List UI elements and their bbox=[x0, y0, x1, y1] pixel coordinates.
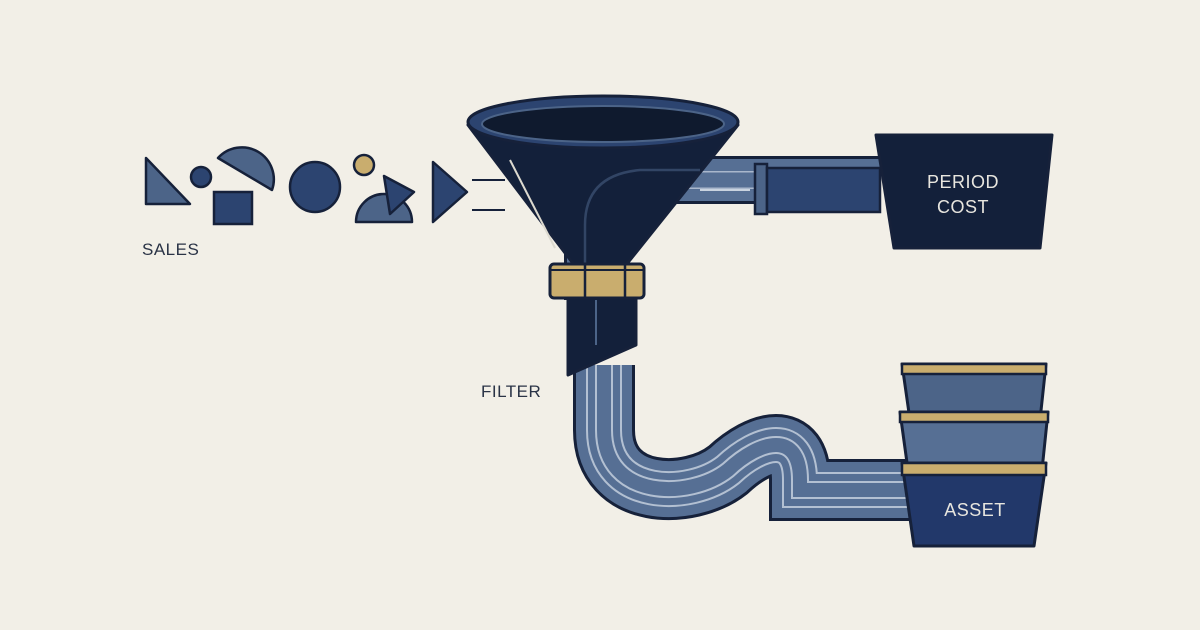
asset-label: ASSET bbox=[944, 500, 1006, 520]
period-cost-label-line2: COST bbox=[936, 197, 989, 217]
asset-stack bbox=[898, 362, 1050, 548]
sales-shapes bbox=[144, 146, 505, 226]
funnel-icon bbox=[466, 94, 740, 377]
period-cost-label: PERIOD COST bbox=[878, 170, 1048, 220]
lower-pipe bbox=[604, 365, 910, 490]
triangle-icon bbox=[144, 156, 192, 206]
square-icon bbox=[212, 190, 254, 226]
circle-icon bbox=[288, 160, 342, 214]
upper-pipe bbox=[588, 164, 880, 300]
period-cost-bucket bbox=[874, 133, 1054, 250]
circle-icon bbox=[189, 165, 213, 189]
half-circle-icon bbox=[216, 146, 276, 192]
bucket-icon bbox=[874, 133, 1054, 250]
circle-icon bbox=[352, 153, 376, 177]
filter-label: FILTER bbox=[481, 382, 542, 401]
arrow-icon bbox=[431, 160, 469, 224]
period-cost-label-line1: PERIOD bbox=[926, 172, 999, 192]
triangle-icon bbox=[382, 174, 416, 216]
sales-label: SALES bbox=[142, 240, 200, 259]
